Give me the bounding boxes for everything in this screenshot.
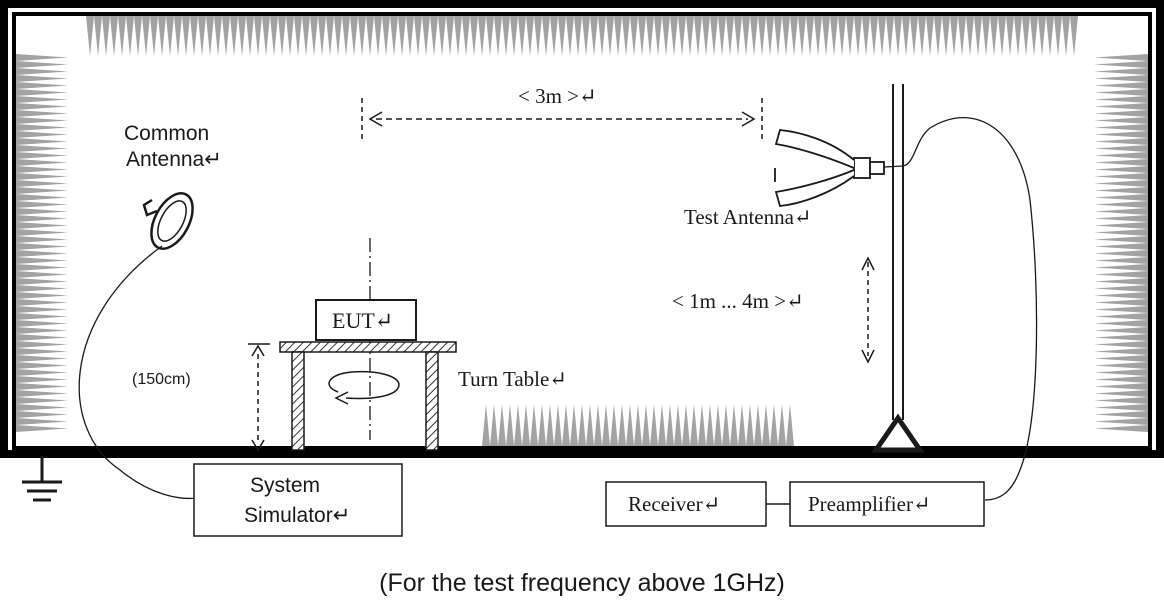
absorber-top [86,16,1078,56]
absorber-right [1094,54,1148,432]
common-antenna-label-line1: Common [124,122,209,145]
turn-table-label: Turn Table↵ [458,367,567,391]
height-range-marker [861,256,875,364]
preamplifier-label: Preamplifier↵ [808,492,931,516]
table-height-label: (150cm) [132,371,191,388]
triangle-base-icon [871,413,925,453]
system-simulator-label-line1: System [250,474,320,497]
common-antenna-cable [78,245,197,500]
chamber-inner-wall [12,12,1152,450]
antenna-mast [892,84,904,420]
absorber-left [16,54,68,432]
system-simulator-label-line2: Simulator↵ [244,504,350,527]
table-height-marker [248,343,270,452]
eut-box [315,299,417,341]
ground-symbol-icon [22,456,62,502]
test-antenna-icon [774,129,885,207]
eut-label: EUT↵ [332,308,393,333]
absorber-floor [482,404,794,446]
receiver-box [605,481,767,527]
common-antenna-icon [142,192,194,250]
turn-table [279,341,457,451]
test-antenna-cable [883,117,1038,501]
system-simulator-box [193,463,403,537]
distance-3m-label: < 3m >↵ [518,84,597,108]
common-antenna-label-line2: Antenna↵ [126,148,222,171]
test-antenna-label: Test Antenna↵ [684,205,812,229]
rotation-arrow-icon [328,370,400,405]
receiver-label: Receiver↵ [628,492,720,516]
caption: (For the test frequency above 1GHz) [379,569,785,597]
preamplifier-box [789,481,985,527]
chamber-outer-wall [0,0,1164,458]
distance-3m-marker [361,98,763,140]
height-range-label: < 1m ... 4m >↵ [672,289,804,313]
